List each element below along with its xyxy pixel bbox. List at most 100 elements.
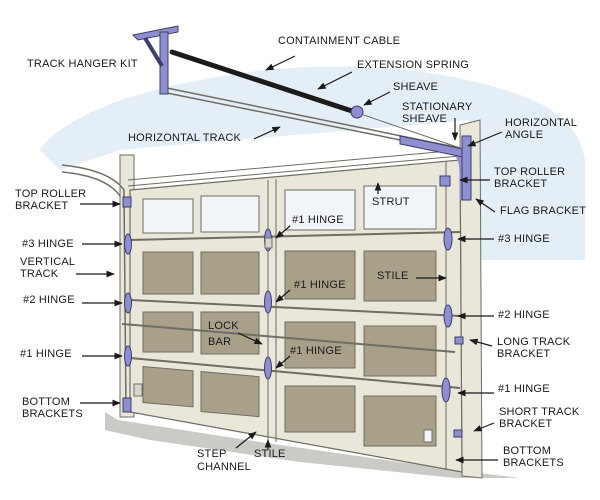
label-hinge-3-right: #3 HINGE — [498, 233, 550, 245]
label-horizontal-angle-line1: HORIZONTAL — [505, 117, 578, 129]
label-stationary-sheave-line2: SHEAVE — [402, 113, 448, 125]
flag-bracket — [461, 135, 472, 201]
arrow-short-track-bracket — [473, 422, 495, 432]
arrow-flag-bracket — [475, 198, 496, 213]
label-flag-bracket: FLAG BRACKET — [500, 205, 587, 217]
label-vertical-track-line2: TRACK — [20, 268, 59, 280]
label-top-roller-bracket-right-line1: TOP ROLLER — [494, 166, 566, 178]
label-bottom-brackets-right-line2: BRACKETS — [503, 457, 564, 469]
label-hinge-1-mid: #1 HINGE — [294, 279, 346, 291]
arrow-horizontal-angle — [467, 131, 503, 147]
short-track-bracket — [453, 429, 463, 438]
hinge — [264, 356, 272, 380]
arrow-hinge-1-top — [275, 225, 291, 239]
hinges — [124, 227, 453, 403]
label-containment-cable: CONTAINMENT CABLE — [278, 35, 401, 47]
panel — [142, 365, 194, 408]
window-row — [142, 185, 437, 234]
panel — [142, 251, 194, 295]
label-hinge-1-left: #1 HINGE — [20, 348, 72, 360]
leader-arrows — [76, 55, 503, 464]
arrow-hinge-1-mid — [275, 289, 291, 303]
label-long-track-bracket-line2: BRACKET — [497, 348, 551, 360]
label-stationary-sheave-line1: STATIONARY — [402, 101, 473, 113]
top-roller-bracket-right — [439, 175, 451, 187]
label-vertical-track-line1: VERTICAL — [20, 256, 76, 268]
panel — [284, 250, 356, 300]
label-hinge-1-top: #1 HINGE — [292, 214, 344, 226]
panel — [363, 250, 437, 302]
window — [200, 195, 260, 233]
label-horizontal-angle-line2: ANGLE — [505, 129, 544, 141]
panel — [284, 321, 356, 369]
label-sheave: SHEAVE — [393, 81, 439, 93]
cable — [354, 111, 461, 149]
label-stile-bottom: STILE — [254, 448, 286, 460]
arrow-sheave — [363, 91, 391, 106]
arrow-long-track-bracket — [469, 338, 493, 347]
label-hinge-2-right: #2 HINGE — [498, 309, 550, 321]
panel — [363, 325, 437, 377]
long-track-bracket — [454, 336, 464, 345]
step-plate — [264, 237, 273, 249]
panel — [200, 371, 260, 418]
panel — [200, 311, 260, 355]
label-hinge-3-left: #3 HINGE — [22, 238, 74, 250]
hinge — [441, 377, 451, 403]
label-hinge-1-low: #1 HINGE — [290, 345, 342, 357]
window — [284, 189, 356, 231]
hinge — [124, 292, 132, 314]
lock-bar — [121, 323, 456, 353]
label-strut: STRUT — [372, 196, 410, 208]
arrow-step-channel — [235, 431, 257, 449]
track-hanger-kit — [131, 25, 179, 95]
extension-spring — [169, 49, 358, 115]
brackets — [122, 175, 464, 438]
arrow-containment-cable — [265, 55, 296, 71]
window — [142, 198, 194, 234]
sheave — [350, 105, 364, 119]
bottom-bracket-left — [122, 397, 132, 413]
label-short-track-bracket-line2: BRACKET — [499, 418, 553, 430]
ground-shadow — [105, 412, 520, 478]
hinge — [124, 345, 132, 367]
sky-backdrop — [40, 66, 585, 260]
label-track-hanger-kit: TRACK HANGER KIT — [27, 58, 138, 70]
label-hinge-1-right: #1 HINGE — [498, 383, 550, 395]
label-bottom-brackets-left-line1: BOTTOM — [22, 396, 71, 408]
arrow-lock-bar — [237, 332, 263, 345]
arrow-extension-spring — [317, 71, 353, 90]
label-horizontal-track: HORIZONTAL TRACK — [128, 132, 242, 144]
hinge — [264, 290, 272, 314]
hinge — [124, 233, 132, 255]
label-top-roller-bracket-left-line2: BRACKET — [15, 200, 69, 212]
left-curved-track — [61, 164, 127, 413]
arrow-horizontal-track — [253, 126, 281, 140]
panel — [200, 251, 260, 295]
label-step-channel-line1: STEP — [197, 448, 227, 460]
hinge — [443, 304, 453, 328]
label-top-roller-bracket-left-line1: TOP ROLLER — [15, 188, 87, 200]
top-roller-bracket-left — [122, 196, 132, 208]
label-top-roller-bracket-right-line2: BRACKET — [494, 178, 548, 190]
panel — [284, 385, 356, 433]
label-lock-bar-line1: LOCK — [208, 320, 239, 332]
window — [363, 185, 437, 230]
label-short-track-bracket-line1: SHORT TRACK — [499, 406, 580, 418]
label-bottom-brackets-right-line1: BOTTOM — [503, 445, 552, 457]
label-long-track-bracket-line1: LONG TRACK — [497, 336, 571, 348]
raised-panels — [142, 250, 437, 447]
label-stile-center: STILE — [377, 270, 409, 282]
label-step-channel-line2: CHANNEL — [197, 461, 251, 473]
label-bottom-brackets-left-line2: BRACKETS — [22, 408, 83, 420]
panel — [142, 311, 194, 353]
hinge — [443, 227, 453, 251]
label-extension-spring: EXTENSION SPRING — [357, 59, 469, 71]
label-hinge-2-left: #2 HINGE — [23, 294, 75, 306]
arrow-hinge-1-low — [275, 355, 291, 369]
step-plate — [423, 429, 433, 443]
step-plate — [133, 383, 143, 397]
label-lock-bar-line2: BAR — [208, 336, 232, 348]
